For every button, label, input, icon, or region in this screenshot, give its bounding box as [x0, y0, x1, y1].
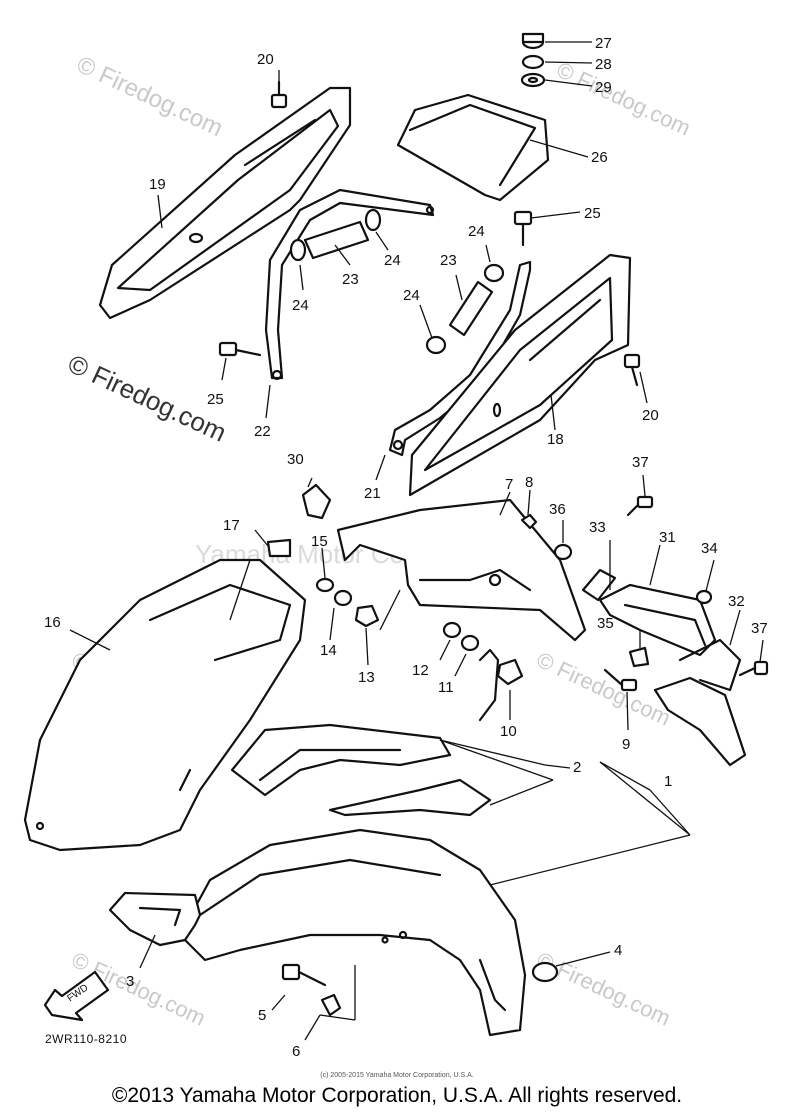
callout-13: 13 — [358, 669, 375, 686]
callout-16: 16 — [44, 614, 61, 631]
callout-14: 14 — [320, 642, 337, 659]
watermark-firedog-top: © Firedog.com — [72, 51, 226, 142]
callout-12: 12 — [412, 662, 429, 679]
part-6-nut — [320, 993, 342, 1017]
callout-5: 5 — [258, 1007, 266, 1024]
part-3-reflector — [108, 891, 202, 947]
callout-4: 4 — [614, 942, 622, 959]
callout-30: 30 — [287, 451, 304, 468]
callout-24-c: 24 — [468, 223, 485, 240]
callout-20-top: 20 — [257, 51, 274, 68]
callout-37-top: 37 — [632, 454, 649, 471]
callout-17: 17 — [223, 517, 240, 534]
callout-27: 27 — [595, 35, 612, 52]
part-25-bolt-left — [218, 341, 262, 357]
part-23-damper-right — [425, 263, 505, 355]
callout-9: 9 — [622, 736, 630, 753]
part-17-clip — [266, 538, 292, 558]
callout-29: 29 — [595, 79, 612, 96]
part-26-top-cover — [396, 93, 550, 202]
part-23-damper-left — [289, 208, 382, 262]
callout-23-left: 23 — [342, 271, 359, 288]
callout-26: 26 — [591, 149, 608, 166]
callout-7: 7 — [505, 476, 513, 493]
part-37-bolt-top — [626, 495, 654, 517]
callout-34: 34 — [701, 540, 718, 557]
part-32-bracket — [678, 638, 742, 692]
part-30-grommet — [301, 483, 332, 520]
part-22-bracket — [264, 188, 435, 381]
callout-24-b: 24 — [384, 252, 401, 269]
part-36-grommet — [553, 543, 573, 561]
part-20-bolt-right — [623, 353, 641, 387]
watermark-firedog-bottom-right: © Firedog.com — [533, 947, 675, 1031]
callout-3: 3 — [126, 973, 134, 990]
callout-35: 35 — [597, 615, 614, 632]
callout-22: 22 — [254, 423, 271, 440]
part-1-rear-fender — [178, 828, 527, 1037]
part-4-cap — [531, 961, 559, 983]
part-25-bolt-right — [513, 210, 533, 247]
parts-13-15-hardware — [315, 577, 380, 628]
part-16-inner-fender — [23, 558, 307, 852]
part-7-fender-bracket — [336, 498, 587, 642]
part-21-bracket — [388, 260, 532, 457]
callout-15: 15 — [311, 533, 328, 550]
callout-25-left: 25 — [207, 391, 224, 408]
leader-lines — [69, 41, 764, 1041]
part-34-grommet — [695, 589, 713, 605]
part-37-bolt-right — [738, 660, 769, 677]
callout-2: 2 — [573, 759, 581, 776]
license-bracket — [653, 676, 747, 767]
callout-21: 21 — [364, 485, 381, 502]
callout-32: 32 — [728, 593, 745, 610]
part-8-nut — [520, 513, 538, 530]
part-31-tail-light — [598, 583, 717, 657]
callout-36: 36 — [549, 501, 566, 518]
part-5-bolt — [281, 963, 327, 987]
part-33-bracket — [581, 568, 617, 602]
part-9-bolt — [603, 668, 638, 692]
callout-25-right: 25 — [584, 205, 601, 222]
callout-28: 28 — [595, 56, 612, 73]
callout-19: 19 — [149, 176, 166, 193]
fwd-arrow-icon: FWD — [43, 970, 110, 1022]
callout-8: 8 — [525, 474, 533, 491]
watermark-firedog-left: © Firedog.com — [63, 348, 231, 447]
callout-37-right: 37 — [751, 620, 768, 637]
part-19-side-cover-left — [98, 86, 352, 320]
parts-27-29-hardware — [520, 32, 546, 88]
part-20-bolt-top — [270, 80, 288, 109]
small-credit: (c) 2005-2015 Yamaha Motor Corporation, … — [320, 1072, 474, 1079]
parts-10-12-hardware — [442, 621, 524, 722]
part-35-bolt — [628, 646, 650, 668]
callout-20-right: 20 — [642, 407, 659, 424]
callouts: 1 2 3 4 5 6 7 8 9 10 11 12 13 14 15 16 1… — [44, 35, 768, 1060]
callout-23-right: 23 — [440, 252, 457, 269]
callout-24-d: 24 — [403, 287, 420, 304]
callout-1: 1 — [664, 773, 672, 790]
callout-11: 11 — [438, 679, 454, 696]
copyright-notice: ©2013 Yamaha Motor Corporation, U.S.A. A… — [111, 1084, 683, 1107]
callout-10: 10 — [500, 723, 517, 740]
part-18-side-cover-right — [408, 253, 632, 497]
diagram-code: 2WR110-8210 — [45, 1032, 127, 1046]
part-2-mud-flap — [230, 723, 492, 817]
callout-18: 18 — [547, 431, 564, 448]
watermark-firedog-top-right: © Firedog.com — [553, 57, 695, 141]
watermark-firedog-mid-right: © Firedog.com — [533, 647, 675, 731]
callout-33: 33 — [589, 519, 606, 536]
callout-31: 31 — [659, 529, 676, 546]
callout-24-a: 24 — [292, 297, 309, 314]
callout-6: 6 — [292, 1043, 300, 1060]
